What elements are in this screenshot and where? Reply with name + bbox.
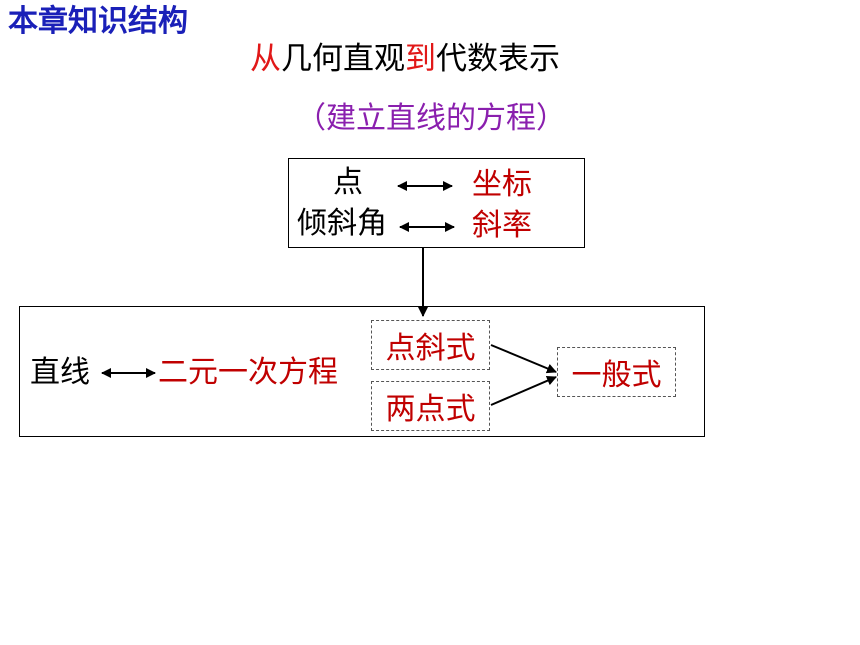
point-slope-to-general-arrow [490,344,557,374]
two-point-form-label: 两点式 [385,392,476,427]
slope-label: 斜率 [472,208,532,243]
inclination-angle-label: 倾斜角 [297,206,387,241]
point-slope-form-label: 点斜式 [385,331,476,366]
general-form-label: 一般式 [571,358,662,393]
two-point-form-box: 两点式 [371,381,490,431]
main-title: 从几何直观到代数表示 [250,38,560,80]
main-title-from: 从 [250,41,281,77]
subtitle: （建立直线的方程） [296,101,566,136]
main-title-geometry: 几何直观 [281,41,405,77]
line-label: 直线 [30,355,90,390]
general-form-box: 一般式 [557,347,676,397]
main-title-to: 到 [405,41,436,77]
main-title-algebra: 代数表示 [436,41,560,77]
chapter-title: 本章知识结构 [8,4,188,39]
linear-equation-label: 二元一次方程 [158,355,338,390]
coordinate-label: 坐标 [472,167,532,202]
geometry-box [288,158,585,248]
two-point-to-general-arrow [490,375,557,406]
point-slope-form-box: 点斜式 [371,320,490,370]
point-label: 点 [333,165,363,200]
